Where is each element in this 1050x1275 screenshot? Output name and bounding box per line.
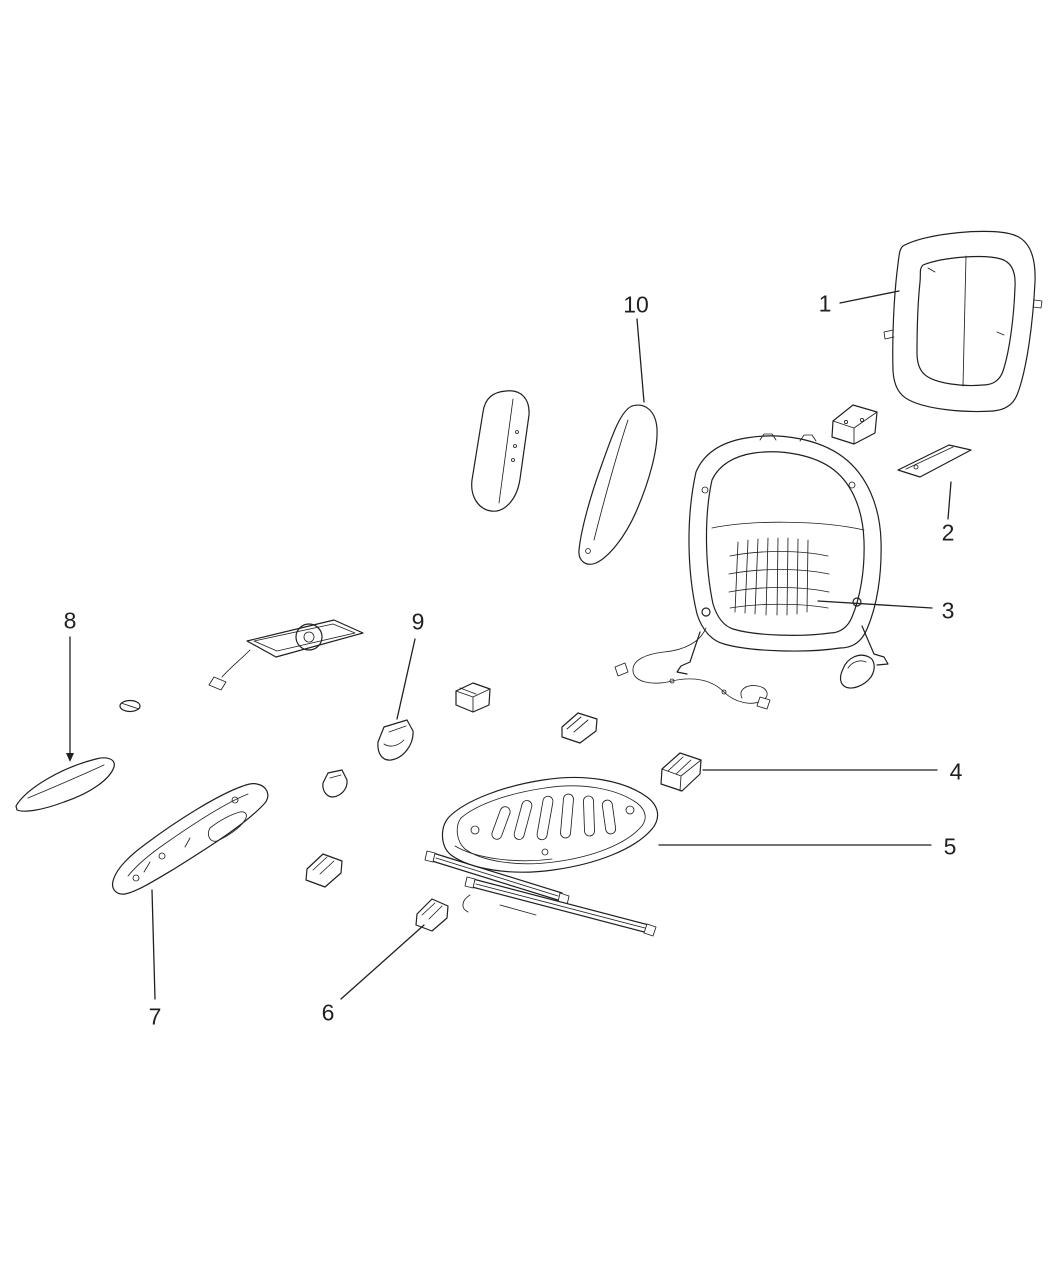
side-bracket-drawing <box>839 654 875 689</box>
callout-5: 5 <box>943 833 957 860</box>
lumbar-module-drawing <box>831 404 878 445</box>
heater-element-drawing <box>208 619 364 691</box>
side-pad-drawing <box>471 390 530 512</box>
callout-2: 2 <box>941 519 955 546</box>
callout-8: 8 <box>63 607 77 634</box>
callout-4: 4 <box>949 758 963 785</box>
bracket-9-drawing <box>377 719 414 761</box>
seat-back-panel-drawing <box>883 230 1043 413</box>
callout-10: 10 <box>623 291 649 318</box>
callout-9: 9 <box>411 608 425 635</box>
callout-6: 6 <box>321 999 335 1026</box>
bracket-6a-drawing <box>305 853 343 888</box>
bracket-2-drawing <box>897 444 972 478</box>
callout-3: 3 <box>941 597 955 624</box>
side-shield-drawing <box>111 783 269 895</box>
small-module-drawing <box>455 682 491 713</box>
callout-7: 7 <box>148 1003 162 1030</box>
bracket-6b-drawing <box>415 898 449 932</box>
seat-cushion-frame-drawing <box>424 776 659 937</box>
small-clip-drawing <box>322 769 348 798</box>
bolster-pad-drawing <box>578 404 658 565</box>
seat-back-frame-drawing <box>676 433 889 675</box>
bracket-4-drawing <box>660 752 702 792</box>
shield-8-drawing <box>15 753 115 812</box>
wiring-harness-drawing <box>614 627 771 710</box>
callout-1: 1 <box>818 290 832 317</box>
small-cap-drawing <box>119 699 141 713</box>
bracket-mid-drawing <box>561 712 598 744</box>
leader-lines <box>69 290 952 1000</box>
